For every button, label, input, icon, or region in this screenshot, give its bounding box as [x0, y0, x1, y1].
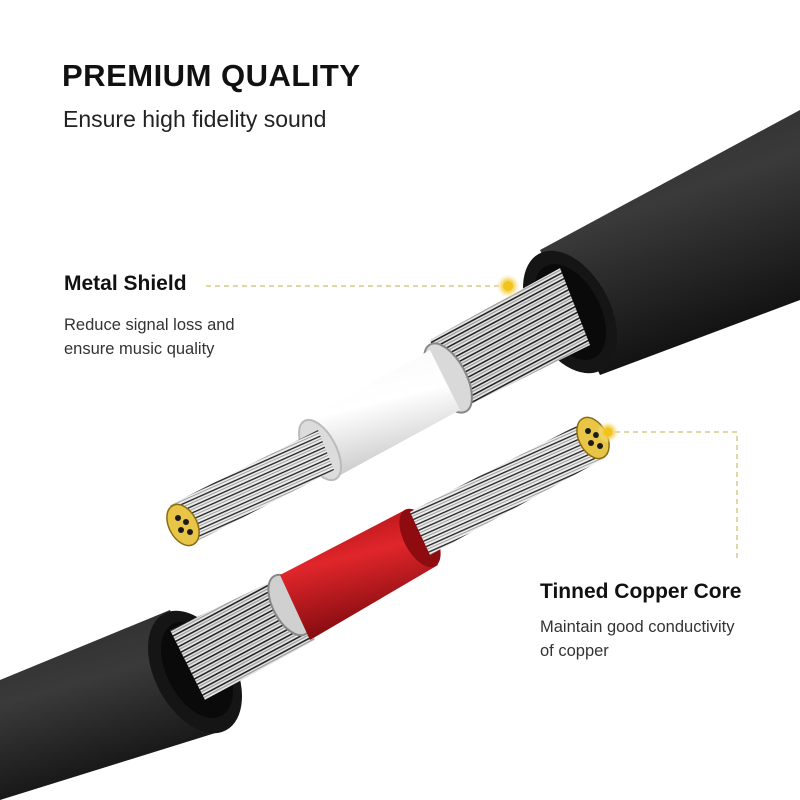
lower-cable [0, 416, 610, 800]
metal-shield-leader [206, 274, 520, 298]
upper-shield [430, 268, 590, 412]
metal-shield-description: Reduce signal loss and ensure music qual… [64, 316, 235, 358]
red-core-strands [410, 423, 605, 555]
white-core-tip [166, 503, 200, 547]
copper-core-leader [597, 421, 738, 560]
white-insulation [305, 350, 460, 478]
upper-cable [166, 110, 800, 547]
page-title: PREMIUM QUALITY [62, 58, 361, 93]
white-core-strands [170, 430, 334, 545]
metal-shield-title: Metal Shield [64, 272, 187, 295]
tinned-copper-core-title: Tinned Copper Core [540, 580, 742, 603]
red-insulation [280, 510, 438, 640]
tinned-copper-core-description: Maintain good conductivity of copper [540, 618, 735, 660]
page-subtitle: Ensure high fidelity sound [63, 106, 327, 132]
